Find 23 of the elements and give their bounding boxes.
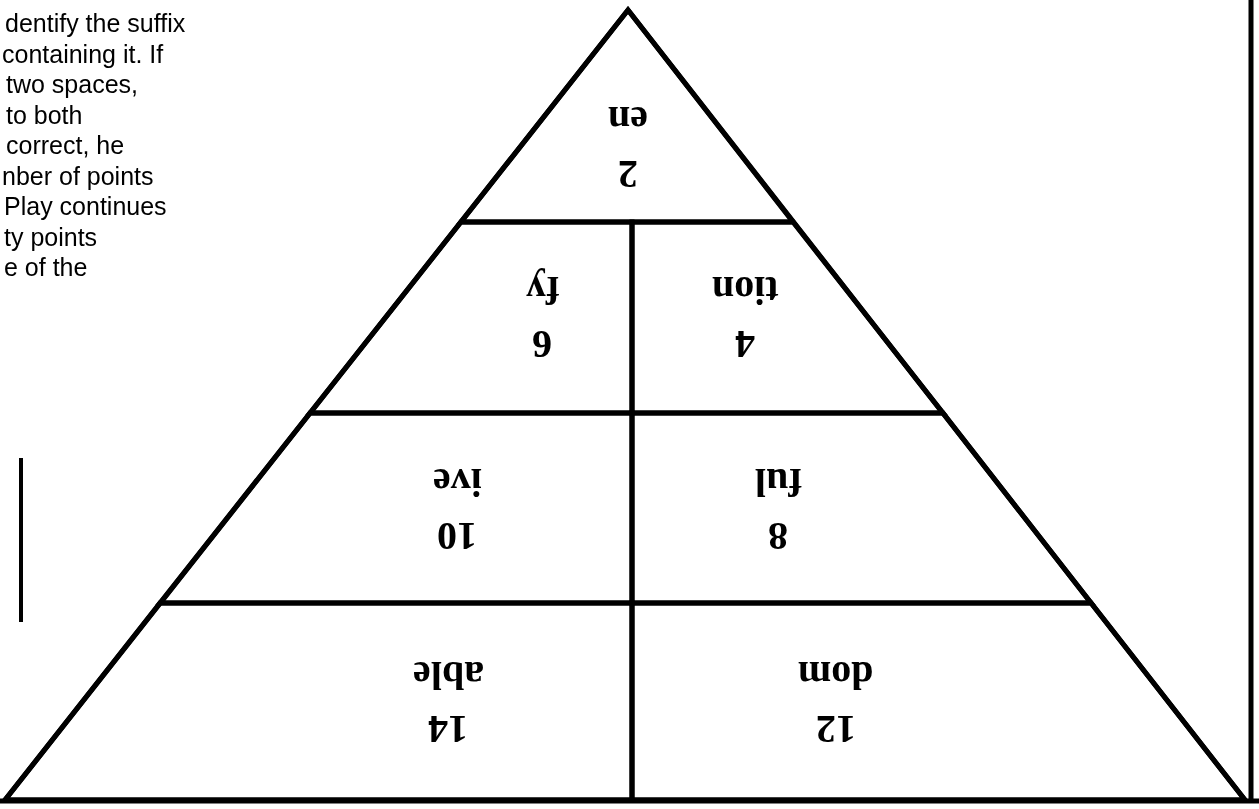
suffix-text: dom — [798, 655, 874, 695]
instruction-text: correct, he — [6, 130, 125, 160]
point-value: 6 — [532, 324, 552, 364]
suffix-text: en — [608, 100, 648, 140]
instruction-text: nber of points — [2, 160, 154, 191]
point-value: 10 — [437, 516, 477, 556]
suffix-text: ful — [754, 462, 802, 502]
point-value: 8 — [768, 516, 788, 556]
point-value: 2 — [618, 154, 638, 194]
instruction-text: ty points — [4, 221, 98, 252]
instruction-text: two spaces, — [6, 69, 138, 99]
suffix-text: able — [412, 655, 484, 695]
suffix-text: fy — [525, 270, 559, 310]
instruction-text: Play continues — [4, 191, 167, 221]
suffix-text: ive — [432, 462, 482, 502]
instruction-text: containing it. If — [2, 38, 164, 69]
instruction-text: e of the — [4, 252, 88, 282]
instruction-text: to both — [6, 99, 83, 130]
instruction-text: dentify the suffix — [5, 8, 186, 38]
point-value: 12 — [816, 709, 856, 749]
point-value: 4 — [735, 324, 755, 364]
suffix-text: tion — [711, 270, 779, 310]
point-value: 14 — [428, 709, 468, 749]
